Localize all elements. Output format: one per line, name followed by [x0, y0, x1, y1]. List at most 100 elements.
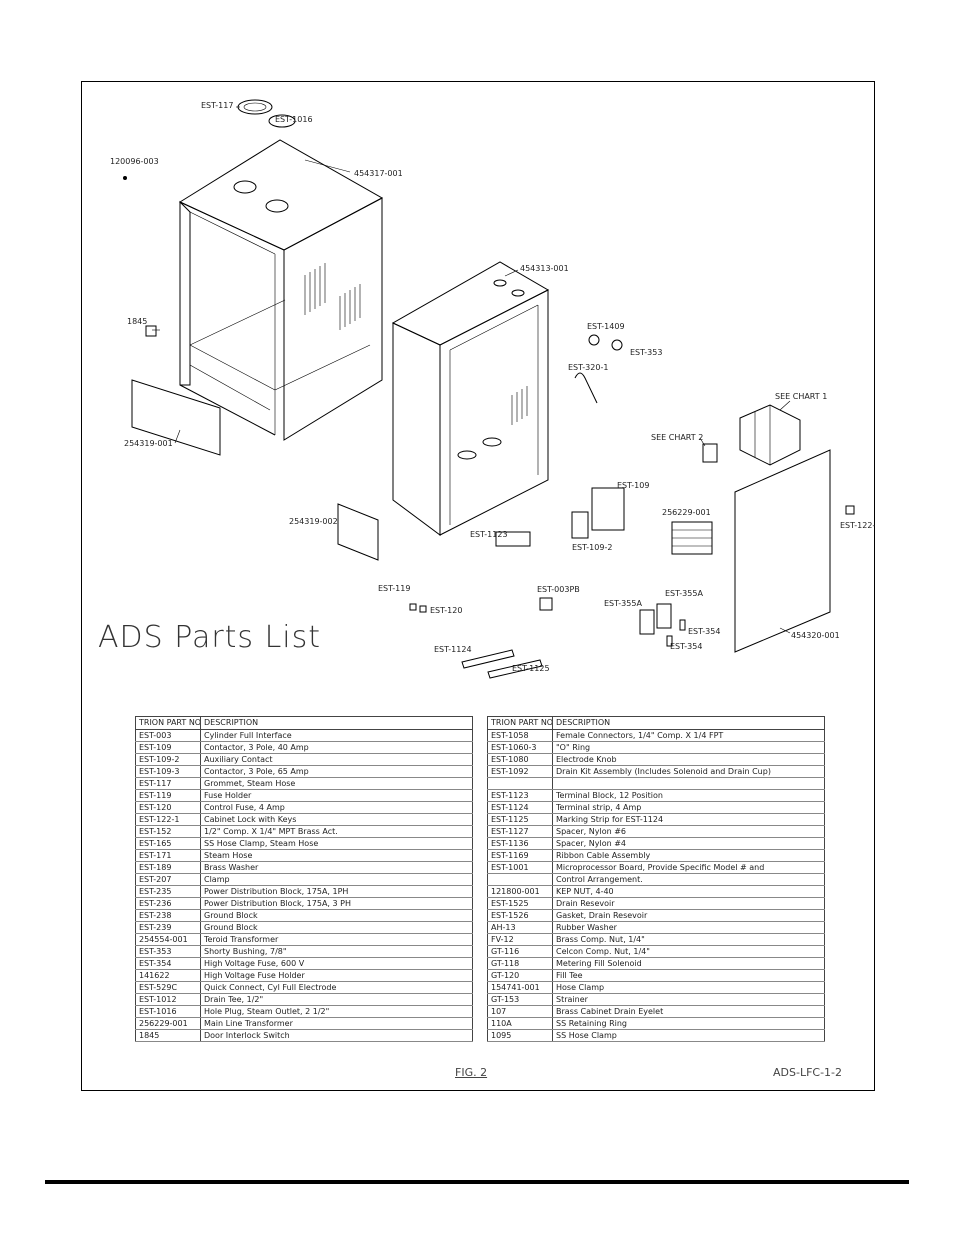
label-est1125: EST-1125	[512, 664, 550, 673]
part-number-cell: EST-1058	[487, 729, 553, 742]
table-row: EST-1060-3"O" Ring	[487, 741, 825, 754]
part-number-cell: 256229-001	[135, 1017, 201, 1030]
part-number-cell: EST-1060-3	[487, 741, 553, 754]
label-est109-2: EST-109-2	[572, 543, 612, 552]
description-cell: KEP NUT, 4-40	[552, 885, 825, 898]
terminal-strip-part	[461, 649, 543, 679]
description-cell: Cylinder Full Interface	[200, 729, 473, 742]
label-est354-lower: EST-354	[670, 642, 702, 651]
label-1845: 1845	[127, 317, 147, 326]
description-cell: Microprocessor Board, Provide Specific M…	[552, 861, 825, 874]
label-est1016: EST-1016	[275, 115, 313, 124]
table-header-row: TRION PART NO. DESCRIPTION	[135, 716, 473, 730]
part-number-cell: EST-122-1	[135, 813, 201, 826]
label-est1124: EST-1124	[434, 645, 472, 654]
main-line-transformer-part	[671, 521, 713, 555]
part-number-cell: GT-118	[487, 957, 553, 970]
part-number-cell: 141622	[135, 969, 201, 982]
description-cell: Strainer	[552, 993, 825, 1006]
small-panel-part	[337, 503, 379, 561]
header-part-no: TRION PART NO.	[487, 716, 553, 730]
contactor-block-part	[739, 404, 801, 466]
description-cell: 1/2" Comp. X 1/4" MPT Brass Act.	[200, 825, 473, 838]
part-number-cell: 107	[487, 1005, 553, 1018]
description-cell: "O" Ring	[552, 741, 825, 754]
fuse-holder-hv-part	[639, 603, 686, 647]
description-cell: Fill Tee	[552, 969, 825, 982]
electrode-knob-part	[574, 372, 598, 404]
description-cell: Terminal Block, 12 Position	[552, 789, 825, 802]
description-cell: Rubber Washer	[552, 921, 825, 934]
part-number-cell: EST-189	[135, 861, 201, 874]
part-number-cell: EST-354	[135, 957, 201, 970]
part-number-cell: EST-117	[135, 777, 201, 790]
label-est003pb: EST-003PB	[537, 585, 580, 594]
description-cell: Brass Cabinet Drain Eyelet	[552, 1005, 825, 1018]
contactor-part	[571, 487, 625, 539]
part-number-cell: EST-353	[135, 945, 201, 958]
label-est109: EST-109	[617, 481, 649, 490]
interface-part	[539, 597, 553, 611]
diagram-title: ADS Parts List	[98, 620, 321, 655]
part-number-cell: 121800-001	[487, 885, 553, 898]
part-number-cell: EST-1169	[487, 849, 553, 862]
description-cell: Contactor, 3 Pole, 65 Amp	[200, 765, 473, 778]
description-cell: Female Connectors, 1/4" Comp. X 1/4 FPT	[552, 729, 825, 742]
part-number-cell: EST-236	[135, 897, 201, 910]
description-cell	[552, 777, 825, 790]
label-254319-001: 254319-001	[124, 439, 173, 448]
part-number-cell: 154741-001	[487, 981, 553, 994]
part-number-cell: EST-1016	[135, 1005, 201, 1018]
label-120096: 120096-003	[110, 157, 159, 166]
part-number-cell: EST-171	[135, 849, 201, 862]
description-cell: Grommet, Steam Hose	[200, 777, 473, 790]
description-cell: Gasket, Drain Resevoir	[552, 909, 825, 922]
label-est355a-left: EST-355A	[604, 599, 642, 608]
part-number-cell: AH-13	[487, 921, 553, 934]
front-panel-part	[131, 379, 221, 456]
terminal-block-part	[495, 531, 531, 547]
part-number-cell: GT-153	[487, 993, 553, 1006]
description-cell: Marking Strip for EST-1124	[552, 813, 825, 826]
part-number-cell: EST-1001	[487, 861, 553, 874]
shorty-bushing-part	[611, 339, 623, 351]
description-cell: High Voltage Fuse, 600 V	[200, 957, 473, 970]
label-454313: 454313-001	[520, 264, 569, 273]
label-est1123: EST-1123	[470, 530, 508, 539]
part-number-cell: 1095	[487, 1029, 553, 1042]
part-number-cell: 110A	[487, 1017, 553, 1030]
description-cell: Hose Clamp	[552, 981, 825, 994]
fuse-holder-part	[409, 603, 427, 613]
part-number-cell: EST-1125	[487, 813, 553, 826]
description-cell: Teroid Transformer	[200, 933, 473, 946]
part-number-cell: EST-238	[135, 909, 201, 922]
part-number-cell: 254554-001	[135, 933, 201, 946]
part-number-cell: EST-120	[135, 801, 201, 814]
part-number-cell: EST-529C	[135, 981, 201, 994]
